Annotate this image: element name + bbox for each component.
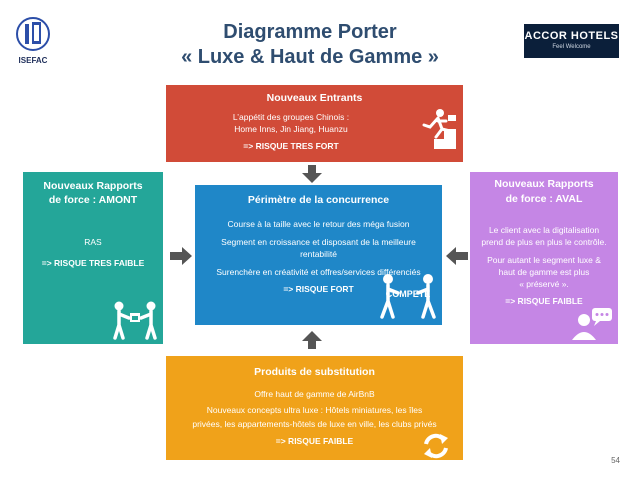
buyers-text-2: prend de plus en plus le contrôle. (481, 237, 607, 247)
competition-text-1: Course à la taille avec le retour des mé… (227, 219, 410, 229)
buyers-risk: => RISQUE FAIBLE (505, 296, 583, 306)
buyers-text-4: haut de gamme est plus (498, 267, 590, 277)
accorhotels-logo: ACCOR HOTELS Feel Welcome (524, 24, 619, 58)
buyers-heading-2: de force : AVAL (505, 193, 583, 205)
competition-text-4: Surenchère en créativité et offres/servi… (216, 267, 421, 277)
competition-risk: => RISQUE FORT (283, 284, 354, 294)
substitutes-box: Produits de substitution Offre haut de g… (166, 356, 463, 460)
page-title: Diagramme Porter « Luxe & Haut de Gamme … (140, 20, 480, 70)
isefac-logo-text: ISEFAC (18, 56, 48, 65)
compete-label: COMPETE (385, 289, 431, 299)
buyers-box: Nouveaux Rapports de force : AVAL Le cli… (470, 172, 618, 344)
competition-box: Périmètre de la concurrence Course à la … (195, 185, 442, 325)
new-entrants-heading: Nouveaux Entrants (266, 92, 363, 104)
suppliers-heading-2: de force : AMONT (48, 194, 138, 206)
isefac-logo: ISEFAC (14, 14, 52, 72)
buyers-text-5: « préservé ». (519, 279, 569, 289)
suppliers-box: Nouveaux Rapports de force : AMONT RAS =… (23, 172, 163, 344)
title-line-1: Diagramme Porter (223, 21, 397, 43)
new-entrants-risk: => RISQUE TRES FORT (243, 141, 339, 151)
buyers-text-1: Le client avec la digitalisation (488, 225, 600, 235)
arrow-up-icon (302, 331, 322, 354)
arrow-down-icon (302, 165, 322, 188)
competition-heading: Périmètre de la concurrence (247, 194, 390, 206)
new-entrants-text-2: Home Inns, Jin Jiang, Huanzu (234, 124, 348, 134)
substitutes-heading: Produits de substitution (254, 366, 375, 378)
new-entrants-box: Nouveaux Entrants L’appétit des groupes … (166, 85, 463, 162)
substitutes-text-1: Offre haut de gamme de AirBnB (254, 389, 375, 399)
substitutes-text-3: privées, les appartements-hôtels de luxe… (192, 419, 437, 429)
suppliers-text-1: RAS (84, 237, 102, 247)
page-number: 54 (611, 456, 620, 465)
climbing-stairs-icon (418, 107, 460, 157)
competition-text-3: rentabilité (300, 249, 337, 259)
arrow-right-icon (170, 247, 192, 270)
compete-icon: COMPETE (378, 271, 438, 321)
title-line-2: « Luxe & Haut de Gamme » (181, 46, 439, 68)
substitutes-risk: => RISQUE FAIBLE (275, 436, 354, 446)
suppliers-risk: => RISQUE TRES FAIBLE (41, 258, 145, 268)
suppliers-heading-1: Nouveaux Rapports (43, 180, 143, 192)
accorhotels-tagline: Feel Welcome (552, 44, 591, 50)
exchange-people-icon (111, 298, 159, 345)
refresh-cycle-icon (420, 432, 452, 465)
customer-chat-icon (570, 306, 614, 347)
arrow-left-icon (446, 247, 468, 270)
substitutes-text-2: Nouveaux concepts ultra luxe : Hôtels mi… (206, 405, 423, 415)
buyers-text-3: Pour autant le segment luxe & (487, 255, 601, 265)
new-entrants-text-1: L’appétit des groupes Chinois : (232, 112, 350, 122)
competition-text-2: Segment en croissance et disposant de la… (221, 237, 416, 247)
buyers-heading-1: Nouveaux Rapports (494, 178, 594, 190)
accorhotels-brand: ACCOR HOTELS (524, 30, 619, 42)
